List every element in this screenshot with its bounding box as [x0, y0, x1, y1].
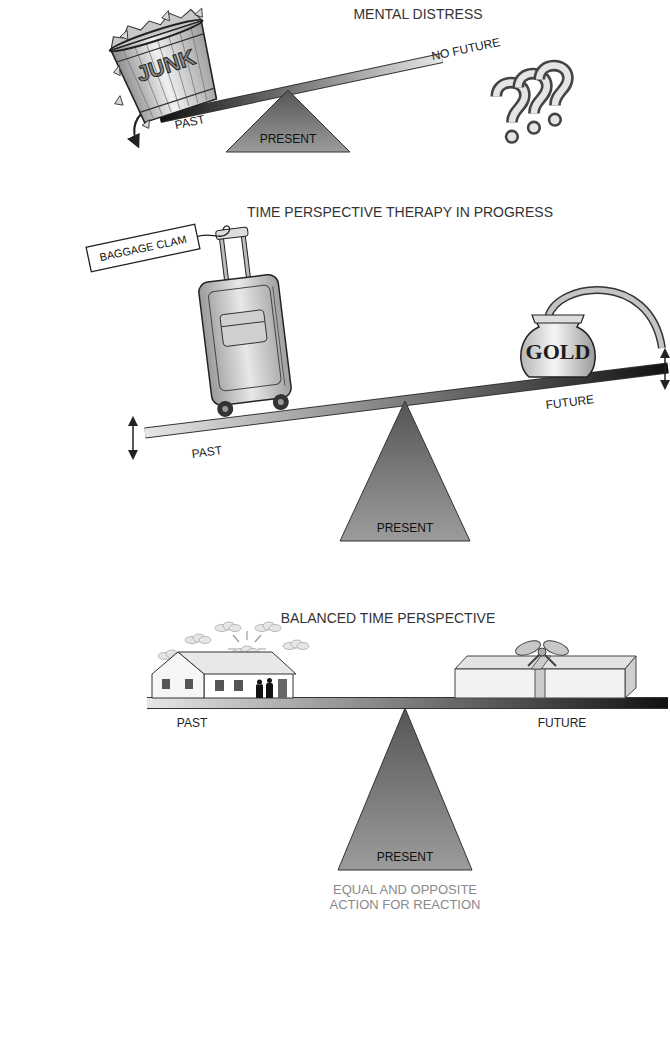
- gift-side: [625, 656, 636, 698]
- caption-note: EQUAL AND OPPOSITE ACTION FOR REACTION: [310, 883, 500, 913]
- fulcrum-triangle: [340, 401, 470, 541]
- triangle-node: PRESENT: [340, 401, 470, 541]
- beam-end-label: PAST: [191, 444, 223, 461]
- node-text: PRESENT: [338, 850, 472, 864]
- question-mark: [496, 83, 525, 143]
- beam-outline: [147, 697, 668, 709]
- node-text: PRESENT: [226, 132, 350, 146]
- triangle-node: PRESENT: [338, 708, 472, 870]
- falling-leaf: [141, 120, 152, 130]
- falling-leaf: [119, 30, 130, 41]
- question-marks: [496, 66, 568, 143]
- falling-leaf: [113, 96, 123, 108]
- triangle-shape: [338, 708, 472, 870]
- falling-leaf: [193, 8, 204, 19]
- triangle-node: PRESENT: [226, 90, 350, 152]
- triangle-shape: [340, 401, 470, 541]
- seesaw-beam: [147, 698, 668, 708]
- gift-box: [455, 638, 636, 698]
- suitcase-pole: [241, 233, 251, 279]
- wheel-hub: [222, 406, 229, 413]
- tag-node: BAGGAGE CLAM: [86, 224, 201, 273]
- gold-pot: [521, 319, 596, 377]
- fulcrum-triangle: [338, 708, 472, 870]
- question-hook: [539, 66, 568, 106]
- suitcase-pole: [219, 236, 229, 282]
- cloud: [185, 634, 211, 644]
- rocking-arrow: [132, 418, 134, 458]
- question-hook: [518, 74, 547, 114]
- luggage-tag: [86, 224, 200, 272]
- suitcase: [192, 224, 294, 418]
- cloud-puff: [229, 625, 241, 632]
- cloud-puff: [199, 637, 211, 644]
- bucket-band: [117, 34, 220, 114]
- gift-bow-knot: [538, 648, 546, 656]
- panel-heading: TIME PERSPECTIVE THERAPY IN PROGRESS: [247, 204, 553, 220]
- cloud-puff: [269, 625, 281, 632]
- node-text: PRESENT: [340, 521, 470, 535]
- suitcase-wheel: [216, 400, 234, 418]
- pot-rim: [532, 315, 584, 323]
- suitcase-wheel: [272, 393, 290, 411]
- panel-heading: MENTAL DISTRESS: [353, 6, 482, 22]
- house-side-wall: [204, 673, 293, 698]
- question-hook-outline: [518, 74, 547, 114]
- beam-end-label: NO FUTURE: [430, 36, 501, 64]
- gift-lid: [455, 656, 636, 669]
- falling-leaf: [160, 11, 171, 23]
- fulcrum-triangle: [226, 90, 350, 152]
- beam-end-label: FUTURE: [538, 717, 587, 731]
- question-hook-outline: [496, 83, 525, 123]
- pot-node: GOLD: [513, 309, 603, 379]
- rocking-arrow: [664, 350, 666, 388]
- person-silhouette: [266, 678, 273, 698]
- tag-string: [196, 226, 230, 237]
- gift-ribbon: [535, 669, 545, 698]
- cloud-puff: [297, 643, 309, 650]
- question-hook: [496, 83, 525, 123]
- house-gable: [152, 652, 204, 698]
- cloud: [283, 640, 309, 650]
- question-dot: [549, 114, 561, 126]
- cloud: [255, 622, 281, 632]
- suitcase-grip: [215, 227, 248, 240]
- house-window: [234, 680, 243, 691]
- cloud: [215, 622, 241, 632]
- falling-leaf: [112, 65, 122, 77]
- question-hook-outline: [539, 66, 568, 106]
- person-silhouette: [256, 680, 263, 698]
- house-window: [215, 680, 224, 691]
- wheel-hub: [277, 399, 284, 406]
- suitcase-panel: [208, 285, 282, 392]
- question-dot: [528, 122, 540, 134]
- panel-heading: BALANCED TIME PERSPECTIVE: [281, 610, 495, 626]
- beam-end-label: PAST: [177, 717, 207, 731]
- house: [152, 652, 296, 698]
- house-window: [162, 679, 170, 689]
- suitcase-pocket: [220, 310, 268, 347]
- suitcase-body: [198, 274, 293, 407]
- question-mark: [539, 66, 568, 126]
- question-mark: [518, 74, 547, 134]
- suitcase-seam: [273, 286, 285, 385]
- house-window: [185, 679, 193, 689]
- beam-end-label: FUTURE: [545, 393, 595, 413]
- gift-front: [455, 669, 625, 698]
- node-text: GOLD: [526, 339, 591, 365]
- question-dot: [506, 131, 518, 143]
- house-door: [278, 679, 287, 698]
- pocket-zip: [221, 321, 265, 326]
